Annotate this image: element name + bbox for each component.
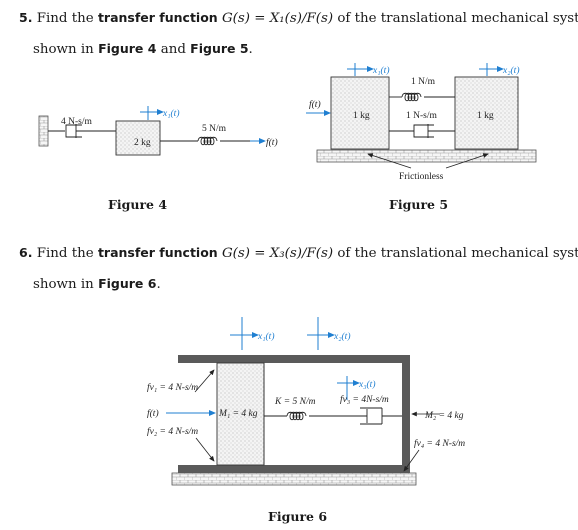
spring — [286, 411, 307, 421]
figure-4-caption: Figure 4 — [108, 197, 168, 212]
problem-text: and — [160, 42, 186, 57]
fv2-label: fv₂ = 4 N-s/m — [147, 426, 198, 437]
mass-m2-frame — [178, 355, 410, 473]
problem-keyword: transfer function — [97, 245, 218, 260]
problem-6: 6. Find the transfer function G(s) = X₃(… — [19, 243, 578, 295]
mass-label: 2 kg — [134, 138, 151, 148]
force-label: f(t) — [309, 99, 321, 110]
figure-5-caption: Figure 5 — [389, 197, 449, 212]
fv3-label: fv₃ = 4N-s/m — [340, 394, 389, 405]
spring-label: K = 5 N/m — [274, 397, 316, 407]
problem-5: 5. Find the transfer function G(s) = X₁(… — [19, 8, 578, 60]
problem-formula: G(s) = X₃(s)/F(s) — [221, 246, 334, 261]
spring-label: 1 N/m — [411, 77, 436, 87]
mass-1-label: 1 kg — [353, 111, 370, 121]
x2-label: x₂(t) — [333, 331, 351, 342]
force-label: f(t) — [147, 408, 159, 419]
problem-text: of the translational mechanical system — [337, 11, 578, 26]
figure-6-caption: Figure 6 — [268, 509, 328, 524]
mass-2-label: 1 kg — [477, 111, 494, 121]
mass-block-2 — [454, 76, 519, 150]
damper-label: 4 N-s/m — [61, 117, 92, 127]
problem-text: shown in — [33, 42, 94, 57]
spring — [197, 136, 218, 146]
ground — [316, 149, 537, 163]
x1-label: x₁(t) — [372, 65, 390, 76]
problem-number: 6. — [19, 245, 33, 260]
problem-formula: G(s) = X₁(s)/F(s) — [221, 11, 334, 26]
problem-text: of the translational mechanical system — [337, 246, 578, 261]
fv4-label: fv₄ = 4 N-s/m — [414, 438, 465, 449]
force-label: f(t) — [266, 137, 278, 148]
x1-label: x₁(t) — [257, 331, 275, 342]
frictionless-label: Frictionless — [399, 172, 444, 182]
fv1-label: fv₁ = 4 N-s/m — [147, 382, 198, 393]
mass-block-1 — [330, 76, 390, 150]
figure-reference: Figure 5 — [190, 41, 249, 56]
problem-keyword: transfer function — [97, 10, 218, 25]
m2-label: M₂ = 4 kg — [424, 411, 464, 421]
spring — [401, 92, 422, 102]
damper-label: 1 N-s/m — [406, 111, 437, 121]
displacement-label: x₁(t) — [162, 108, 180, 119]
figure-reference: Figure 4 — [98, 41, 157, 56]
x2-label: x₂(t) — [502, 65, 520, 76]
damper — [65, 124, 116, 138]
problem-number: 5. — [19, 10, 33, 25]
problem-text: Find the — [36, 11, 94, 26]
mass-m1-block — [216, 362, 265, 466]
problem-text: Find the — [36, 246, 94, 261]
mass-block — [115, 120, 161, 156]
figure-reference: Figure 6 — [98, 276, 157, 291]
spring-label: 5 N/m — [202, 124, 227, 134]
ground — [171, 472, 417, 486]
damper — [389, 124, 455, 138]
problem-text: shown in — [33, 277, 94, 292]
x3-label: x₃(t) — [358, 379, 376, 390]
m1-label: M₁ = 4 kg — [218, 409, 258, 419]
damper-fv3 — [347, 407, 402, 425]
